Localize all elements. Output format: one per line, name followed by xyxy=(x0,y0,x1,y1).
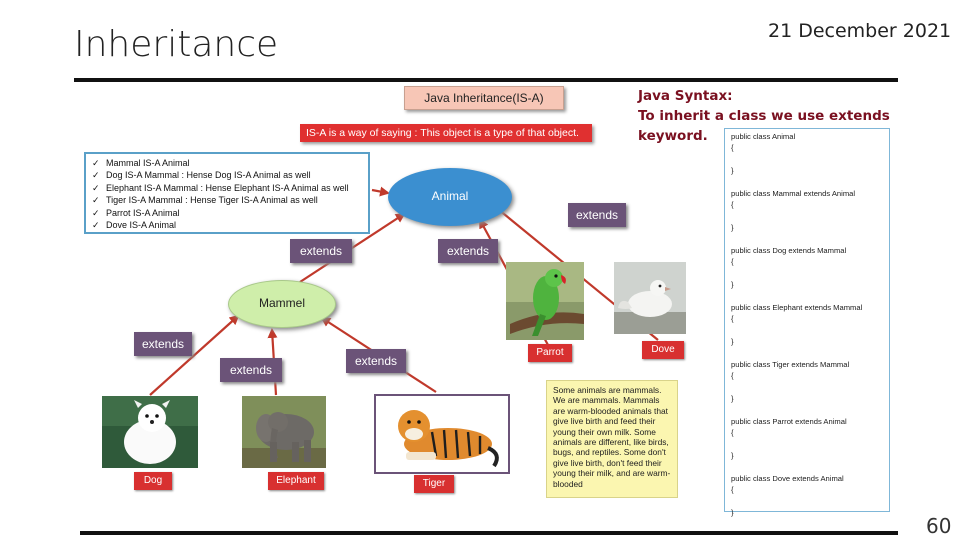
syntax-title: Java Syntax: xyxy=(638,88,733,104)
page-number: 60 xyxy=(926,514,952,538)
check-icon: ✓ xyxy=(92,170,100,181)
elephant-image xyxy=(242,396,326,468)
code-line: public class Animal xyxy=(731,132,796,141)
code-line: { xyxy=(731,485,734,494)
arrow-dog-mammel xyxy=(149,314,240,396)
checklist-item: ✓Dove IS-A Animal xyxy=(92,220,177,231)
code-line: { xyxy=(731,314,734,323)
code-line: } xyxy=(731,223,734,232)
checklist-item: ✓Mammal IS-A Animal xyxy=(92,158,190,168)
checklist-item: ✓Tiger IS-A Mammal : Hense Tiger IS-A An… xyxy=(92,195,318,206)
tiger-image xyxy=(374,394,510,474)
slide-date: 21 December 2021 xyxy=(768,20,952,42)
parrot-image xyxy=(506,262,584,340)
code-line: } xyxy=(731,451,734,460)
diagram-header: Java Inheritance(IS-A) xyxy=(404,86,564,110)
code-line: public class Parrot extends Animal xyxy=(731,417,847,426)
title-underline xyxy=(74,78,898,82)
code-line: public class Tiger extends Mammal xyxy=(731,360,850,369)
syntax-description: To inherit a class we use extends keywor… xyxy=(638,108,890,144)
code-line: { xyxy=(731,143,734,152)
arrow-checklist-animal xyxy=(371,186,390,197)
extends-label-dove: extends xyxy=(568,203,626,227)
isa-statement: IS-A is a way of saying : This object is… xyxy=(300,124,592,142)
footer-rule xyxy=(80,531,898,535)
code-line: { xyxy=(731,200,734,209)
mammal-note: Some animals are mammals. We are mammals… xyxy=(546,380,678,498)
extends-label-elephant: extends xyxy=(220,358,282,382)
dove-image xyxy=(614,262,686,334)
arrow-mammel-animal xyxy=(299,212,406,283)
isa-checklist: ✓Mammal IS-A Animal ✓Dog IS-A Mammal : H… xyxy=(84,152,370,234)
code-line: public class Mammal extends Animal xyxy=(731,189,856,198)
code-line: } xyxy=(731,337,734,346)
extends-label-mammel: extends xyxy=(290,239,352,263)
extends-label-dog: extends xyxy=(134,332,192,356)
code-line: public class Dove extends Animal xyxy=(731,474,844,483)
checklist-item: ✓Parrot IS-A Animal xyxy=(92,207,180,218)
code-line: public class Dog extends Mammal xyxy=(731,246,847,255)
extends-label-tiger: extends xyxy=(346,349,406,373)
code-line: { xyxy=(731,257,734,266)
check-icon: ✓ xyxy=(92,158,100,168)
checklist-item: ✓Dog IS-A Mammal : Hense Dog IS-A Animal… xyxy=(92,170,311,181)
parrot-label: Parrot xyxy=(528,344,572,362)
check-icon: ✓ xyxy=(92,195,100,206)
slide-title: Inheritance xyxy=(74,24,279,65)
code-line: } xyxy=(731,280,734,289)
dog-label: Dog xyxy=(134,472,172,490)
code-line: } xyxy=(731,508,734,517)
code-line: public class Elephant extends Mammal xyxy=(731,303,863,312)
check-icon: ✓ xyxy=(92,182,100,193)
code-line: { xyxy=(731,428,734,437)
elephant-label: Elephant xyxy=(268,472,324,490)
checklist-item: ✓Elephant IS-A Mammal : Hense Elephant I… xyxy=(92,182,349,193)
dog-image xyxy=(102,396,198,468)
dove-label: Dove xyxy=(642,341,684,359)
animal-node: Animal xyxy=(388,168,512,226)
code-line: } xyxy=(731,394,734,403)
mammel-node: Mammel xyxy=(228,280,336,328)
check-icon: ✓ xyxy=(92,207,100,218)
tiger-label: Tiger xyxy=(414,475,454,493)
code-listing: public class Animal { } public class Mam… xyxy=(724,128,890,517)
extends-label-parrot: extends xyxy=(438,239,498,263)
code-line: } xyxy=(731,166,734,175)
syntax-heading: Java Syntax: To inherit a class we use e… xyxy=(638,86,960,146)
code-line: { xyxy=(731,371,734,380)
check-icon: ✓ xyxy=(92,220,100,231)
